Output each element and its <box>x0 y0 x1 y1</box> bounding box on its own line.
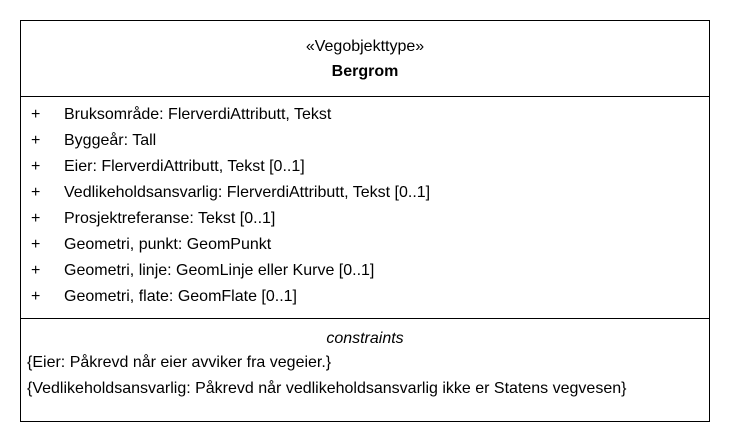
attribute-text: Geometri, linje: GeomLinje eller Kurve [… <box>64 262 375 279</box>
attribute-row: + Byggeår: Tall <box>21 128 709 154</box>
attribute-visibility: + <box>31 106 41 123</box>
attribute-row: + Prosjektreferanse: Tekst [0..1] <box>21 206 709 232</box>
attribute-visibility: + <box>31 158 41 175</box>
attribute-row: + Bruksområde: FlerverdiAttributt, Tekst <box>21 102 709 128</box>
attribute-row: + Geometri, punkt: GeomPunkt <box>21 232 709 258</box>
uml-class-box: «Vegobjekttype» Bergrom + Bruksområde: F… <box>20 20 710 422</box>
constraints-compartment: constraints {Eier: Påkrevd når eier avvi… <box>21 319 709 402</box>
attribute-visibility: + <box>31 132 41 149</box>
attribute-row: + Eier: FlerverdiAttributt, Tekst [0..1] <box>21 154 709 180</box>
class-stereotype: «Vegobjekttype» <box>305 38 425 55</box>
attribute-text: Prosjektreferanse: Tekst [0..1] <box>64 210 276 227</box>
attribute-visibility: + <box>31 262 41 279</box>
attribute-row: + Geometri, linje: GeomLinje eller Kurve… <box>21 258 709 284</box>
constraint-item: {Eier: Påkrevd når eier avviker fra vege… <box>27 354 332 371</box>
class-header: «Vegobjekttype» Bergrom <box>21 21 709 97</box>
constraint-item: {Vedlikeholdsansvarlig: Påkrevd når vedl… <box>27 380 627 397</box>
attribute-visibility: + <box>31 210 41 227</box>
attribute-text: Eier: FlerverdiAttributt, Tekst [0..1] <box>64 158 305 175</box>
attribute-row: + Geometri, flate: GeomFlate [0..1] <box>21 284 709 310</box>
attribute-text: Geometri, flate: GeomFlate [0..1] <box>64 288 297 305</box>
attribute-visibility: + <box>31 288 41 305</box>
constraints-title: constraints <box>326 330 404 347</box>
attribute-text: Geometri, punkt: GeomPunkt <box>64 236 272 253</box>
attribute-row: + Vedlikeholdsansvarlig: FlerverdiAttrib… <box>21 180 709 206</box>
attribute-visibility: + <box>31 184 41 201</box>
attribute-text: Vedlikeholdsansvarlig: FlerverdiAttribut… <box>64 184 431 201</box>
attribute-compartment: + Bruksområde: FlerverdiAttributt, Tekst… <box>21 97 709 319</box>
class-name: Bergrom <box>331 63 399 80</box>
attribute-text: Bruksområde: FlerverdiAttributt, Tekst <box>64 106 332 123</box>
attribute-visibility: + <box>31 236 41 253</box>
attribute-text: Byggeår: Tall <box>64 132 157 149</box>
